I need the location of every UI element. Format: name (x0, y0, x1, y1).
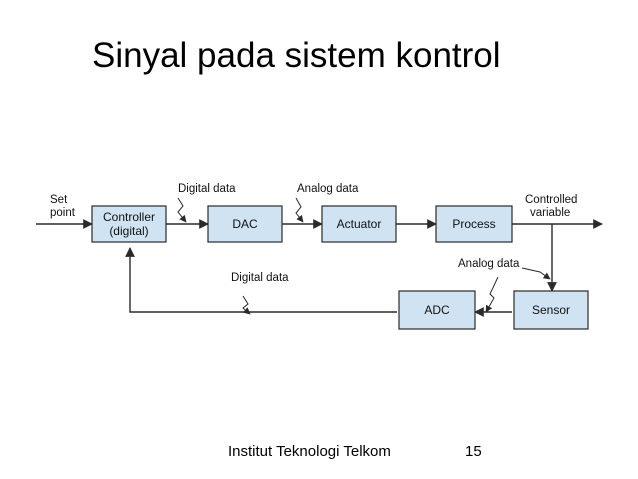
set-point-label-line2: point (50, 207, 76, 219)
set-point-label-line1: Set (50, 194, 68, 206)
adc-block (398, 290, 476, 330)
dac-block (207, 205, 283, 243)
process-label: Process (452, 217, 495, 231)
analog-data-adc-pointer (485, 276, 499, 313)
actuator-block (321, 205, 397, 243)
controlled-variable-label-line1: Controlled (525, 194, 577, 206)
slide-title: Sinyal pada sistem kontrol (92, 36, 501, 75)
digital-data-feedback-pointer (242, 295, 251, 315)
adc-label: ADC (424, 303, 450, 317)
analog-data-sensor-label: Analog data (458, 258, 520, 270)
feedback-line (125, 247, 397, 313)
actuator-label: Actuator (337, 217, 382, 231)
digital-data-label: Digital data (178, 183, 236, 195)
analog-data-label: Analog data (297, 183, 359, 195)
sensor-block (513, 290, 589, 330)
page-number: 15 (465, 443, 482, 460)
analog-data-sensor-pointer (521, 267, 551, 280)
digital-data-pointer (177, 197, 187, 223)
process-block (435, 205, 513, 243)
analog-data-pointer (295, 197, 304, 223)
footer-institution: Institut Teknologi Telkom (228, 443, 391, 460)
digital-data-feedback-label: Digital data (231, 272, 289, 284)
controller-label: Controller (103, 210, 155, 224)
controller-block (91, 205, 167, 243)
controlled-variable-label-line2: variable (530, 207, 570, 219)
sensor-label: Sensor (532, 303, 570, 317)
controller-sublabel: (digital) (109, 224, 148, 238)
dac-label: DAC (232, 217, 258, 231)
